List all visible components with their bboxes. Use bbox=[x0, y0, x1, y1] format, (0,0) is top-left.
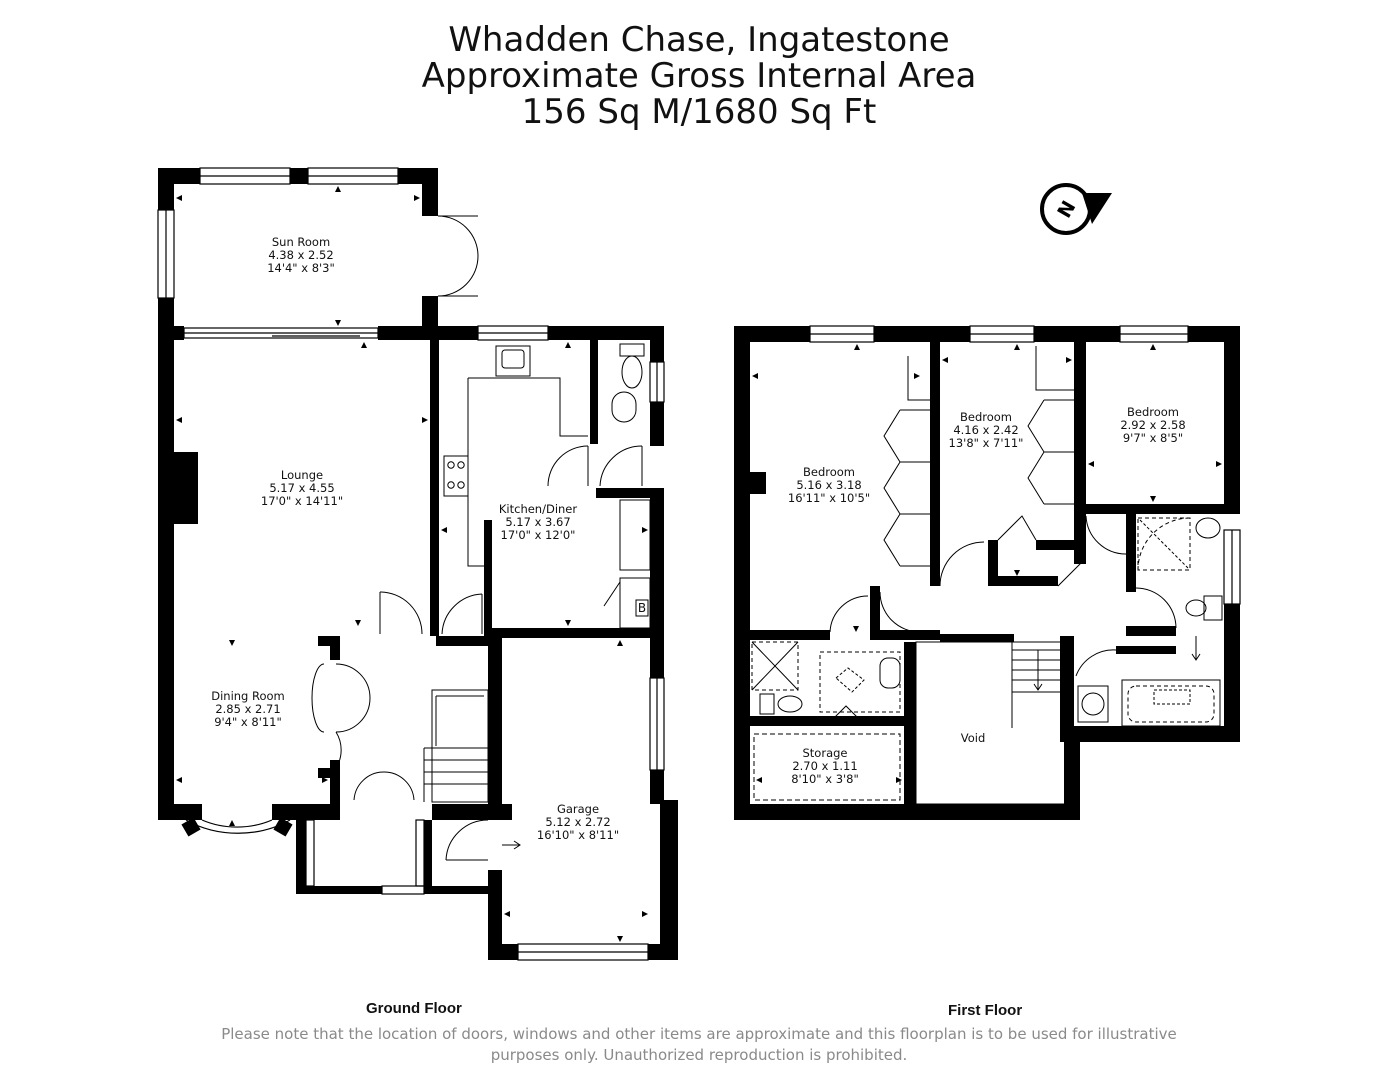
room-imperial-storage: 8'10" x 3'8" bbox=[791, 772, 859, 786]
kitchen-units bbox=[443, 343, 651, 629]
room-name-bedroom-2: Bedroom bbox=[960, 410, 1012, 424]
first-floor-room-labels: Bedroom 5.16 x 3.18 16'11" x 10'5" Bedro… bbox=[788, 405, 1186, 786]
north-arrow-icon: N bbox=[1040, 183, 1112, 235]
disclaimer-line-2: purposes only. Unauthorized reproduction… bbox=[490, 1046, 908, 1064]
ground-floor-label: Ground Floor bbox=[366, 1000, 462, 1017]
room-name-garage: Garage bbox=[557, 802, 599, 816]
first-floor-label: First Floor bbox=[948, 1002, 1023, 1019]
bay-window-posts bbox=[181, 817, 293, 837]
ground-floor-room-labels: Sun Room 4.38 x 2.52 14'4" x 8'3" Lounge… bbox=[211, 235, 619, 842]
room-metric-storage: 2.70 x 1.11 bbox=[792, 759, 857, 773]
room-metric-bedroom-2: 4.16 x 2.42 bbox=[953, 423, 1018, 437]
room-imperial-sun-room: 14'4" x 8'3" bbox=[267, 261, 335, 275]
room-name-dining-room: Dining Room bbox=[211, 689, 285, 703]
plan-title: Whadden Chase, Ingatestone bbox=[448, 20, 950, 60]
room-imperial-dining-room: 9'4" x 8'11" bbox=[214, 715, 282, 729]
dimension-arrows bbox=[176, 186, 1222, 942]
room-name-kitchen-diner: Kitchen/Diner bbox=[499, 502, 578, 516]
plan-area-label: Approximate Gross Internal Area bbox=[421, 56, 977, 96]
room-metric-kitchen-diner: 5.17 x 3.67 bbox=[505, 515, 570, 529]
room-metric-sun-room: 4.38 x 2.52 bbox=[268, 248, 333, 262]
first-floor-fittings bbox=[751, 346, 1223, 805]
room-name-bedroom-3: Bedroom bbox=[1127, 405, 1179, 419]
room-metric-bedroom-1: 5.16 x 3.18 bbox=[796, 478, 861, 492]
boiler-icon bbox=[635, 599, 649, 617]
ground-floor-doors bbox=[311, 215, 643, 861]
room-metric-garage: 5.12 x 2.72 bbox=[545, 815, 610, 829]
ground-floor-windows bbox=[157, 167, 665, 961]
room-imperial-garage: 16'10" x 8'11" bbox=[537, 828, 619, 842]
room-metric-lounge: 5.17 x 4.55 bbox=[269, 481, 334, 495]
room-name-bedroom-1: Bedroom bbox=[803, 465, 855, 479]
room-imperial-bedroom-1: 16'11" x 10'5" bbox=[788, 491, 870, 505]
ground-floor-walls bbox=[158, 168, 678, 960]
boiler-mark: B bbox=[638, 601, 646, 615]
first-floor-windows bbox=[809, 325, 1241, 605]
room-name-sun-room: Sun Room bbox=[272, 235, 330, 249]
room-metric-bedroom-3: 2.92 x 2.58 bbox=[1120, 418, 1185, 432]
plan-area-value: 156 Sq M/1680 Sq Ft bbox=[521, 92, 877, 132]
room-imperial-kitchen-diner: 17'0" x 12'0" bbox=[501, 528, 576, 542]
room-imperial-bedroom-3: 9'7" x 8'5" bbox=[1123, 431, 1183, 445]
room-name-void: Void bbox=[961, 731, 986, 745]
room-name-lounge: Lounge bbox=[281, 468, 323, 482]
disclaimer-line-1: Please note that the location of doors, … bbox=[221, 1025, 1177, 1043]
ground-floor-stairs bbox=[423, 689, 489, 803]
room-imperial-bedroom-2: 13'8" x 7'11" bbox=[949, 436, 1024, 450]
room-name-storage: Storage bbox=[803, 746, 848, 760]
first-floor-walls bbox=[734, 326, 1240, 820]
room-metric-dining-room: 2.85 x 2.71 bbox=[215, 702, 280, 716]
room-imperial-lounge: 17'0" x 14'11" bbox=[261, 494, 343, 508]
